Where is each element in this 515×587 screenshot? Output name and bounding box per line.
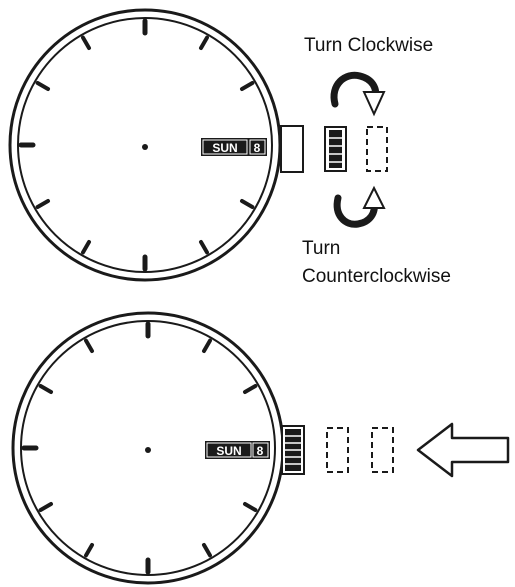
watch-bottom-hour-markers [21,321,258,575]
watch-top-center-pin [142,144,148,150]
watch-top-hour-marker-7 [81,239,91,255]
watch-bottom: SUN 8 [11,311,394,585]
watch-top-hour-marker-10 [35,81,51,91]
watch-top-day-text: SUN [212,141,237,155]
watch-bottom-hour-marker-5 [202,542,212,558]
watch-top-bezel-inner [17,17,273,273]
watch-bottom-hour-marker-7 [84,542,94,558]
watch-top-hour-markers [18,18,255,272]
watch-bottom-bezel-inner [20,320,276,576]
watch-top-hour-marker-2 [239,81,255,91]
watch-bottom-hour-marker-1 [202,338,212,354]
watch-top-crown-stem[interactable] [280,125,304,173]
watch-top-hour-marker-5 [199,239,209,255]
watch-bottom-day-text: SUN [216,444,241,458]
watch-bottom-date-window: SUN 8 [205,441,270,459]
watch-top-hour-marker-4 [239,199,255,209]
watch-top: SUN 8 [8,8,388,282]
turn-counterclockwise-label-line2: Counterclockwise [302,266,451,287]
watch-top-hour-marker-8 [35,199,51,209]
watch-bottom-crown-ghost-2 [371,427,394,473]
clockwise-arrow-icon [330,71,386,117]
watch-top-crown-ghost [366,126,388,172]
watch-top-crown-pulled[interactable] [324,126,347,172]
watch-bottom-hour-marker-11 [84,338,94,354]
turn-counterclockwise-label-line1: Turn [302,238,341,259]
watch-bottom-hour-marker-2 [242,384,258,394]
turn-clockwise-label: Turn Clockwise [304,35,434,56]
watch-bottom-hour-marker-10 [38,384,54,394]
watch-bottom-hour-marker-8 [38,502,54,512]
watch-top-date-window: SUN 8 [201,138,267,156]
watch-top-date-text: 8 [254,141,261,155]
watch-bottom-date-text: 8 [257,444,264,458]
watch-bottom-crown-ghost-1 [326,427,349,473]
watch-top-hour-marker-1 [199,35,209,51]
push-arrow-icon [416,422,510,478]
watch-bottom-crown[interactable] [281,425,305,475]
watch-bottom-center-pin [145,447,151,453]
watch-top-hour-marker-11 [81,35,91,51]
watch-bottom-hour-marker-4 [242,502,258,512]
counterclockwise-arrow-icon [333,185,386,228]
